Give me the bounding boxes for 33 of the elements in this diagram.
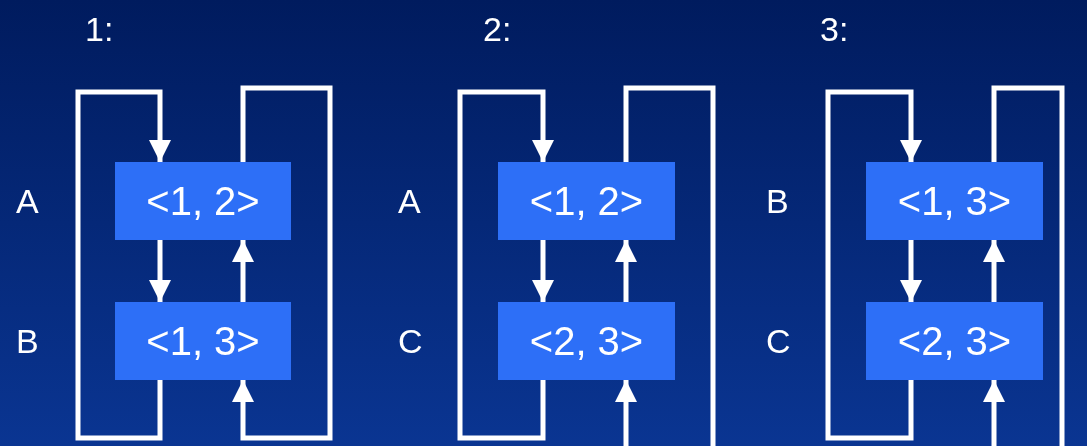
arrow bbox=[457, 89, 554, 441]
box-text: <1, 2> bbox=[529, 178, 644, 224]
arrow bbox=[983, 240, 1005, 302]
process-box bbox=[866, 162, 1043, 240]
row-label: A bbox=[16, 184, 39, 218]
arrow bbox=[532, 240, 554, 302]
row-label: A bbox=[398, 184, 421, 218]
box-text: <1, 2> bbox=[146, 178, 260, 224]
arrow bbox=[615, 85, 716, 446]
row-label: C bbox=[398, 324, 423, 358]
process-box bbox=[115, 302, 291, 380]
panel-number: 3: bbox=[820, 12, 849, 46]
arrow bbox=[615, 240, 637, 302]
arrow bbox=[825, 89, 922, 441]
arrow bbox=[232, 85, 333, 441]
panel-number: 1: bbox=[85, 12, 114, 46]
box-text: <2, 3> bbox=[897, 318, 1012, 364]
arrow bbox=[983, 85, 1065, 446]
row-label: C bbox=[766, 324, 791, 358]
row-label: B bbox=[766, 184, 789, 218]
arrow bbox=[900, 240, 922, 302]
process-box bbox=[115, 162, 291, 240]
process-box bbox=[498, 162, 675, 240]
arrow bbox=[149, 240, 171, 302]
box-text: <1, 3> bbox=[897, 178, 1012, 224]
box-text: <2, 3> bbox=[529, 318, 644, 364]
panel-number: 2: bbox=[483, 12, 512, 46]
process-box bbox=[498, 302, 675, 380]
box-text: <1, 3> bbox=[146, 318, 260, 364]
arrow bbox=[75, 89, 171, 441]
row-label: B bbox=[16, 324, 39, 358]
process-box bbox=[866, 302, 1043, 380]
arrow bbox=[232, 240, 254, 302]
